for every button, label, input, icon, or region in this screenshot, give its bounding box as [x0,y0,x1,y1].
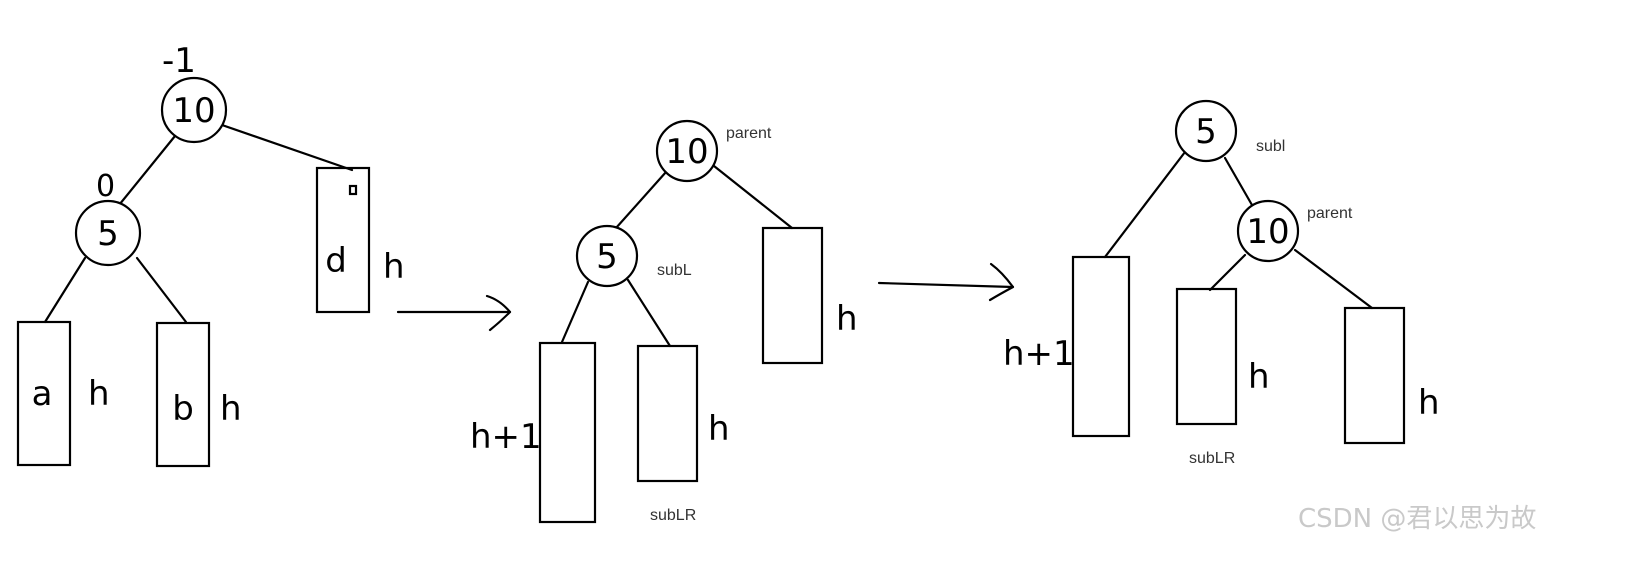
subtree-a-height: h [88,374,110,414]
subtree-a-label: a [32,374,53,414]
mid-left-node [575,224,639,288]
arrow-2-head [988,262,1015,302]
left-root-node [160,76,228,144]
left-child-balance: 0 [96,169,115,204]
subtree-b-label: b [172,389,194,429]
mid-lr-label: subLR [650,507,696,524]
mid-lr-height: h [708,409,730,449]
edge-mid-left-lr [626,278,672,348]
edge-root-left [113,134,177,212]
mid-right-height: h [836,299,858,339]
right-child-node [1236,199,1300,263]
mid-ll-height: h+1 [470,417,542,457]
edge-left-a [43,256,87,324]
edge-right-child-far [1293,248,1374,310]
mid-root-node [655,119,719,183]
subtree-b-height: h [220,389,242,429]
right-mid-label: subLR [1189,450,1235,467]
left-root-balance: -1 [162,41,196,81]
subtree-a-box [16,320,72,467]
mid-left-label: subL [657,262,692,279]
edge-mid-root-right [712,164,794,230]
mid-root-label: parent [726,125,772,142]
subtree-d-mark [348,184,358,196]
right-child-label: parent [1307,205,1353,222]
edge-right-root-right [1223,156,1254,207]
right-left-box [1071,255,1131,438]
right-far-height: h [1418,383,1440,423]
middle-tree: 10 parent 5 subL h+1 h subLR h [470,119,858,524]
left-child-value: 5 [97,214,119,254]
mid-lr-box [636,344,699,483]
arrow-step-2 [877,262,1015,302]
mid-right-box [761,226,824,365]
arrow-1-head [485,294,512,332]
right-far-box [1343,306,1406,445]
csdn-watermark: CSDN @君以思为故 [1298,504,1536,534]
edge-mid-left-ll [560,280,590,344]
right-child-value: 10 [1246,212,1289,252]
left-child-node [74,199,142,267]
edge-right-root-left [1103,150,1187,259]
right-mid-height: h [1248,357,1270,397]
edge-mid-root-left [614,170,668,230]
arrow-2-shaft [877,281,1015,289]
subtree-b-box [155,321,211,468]
right-left-height: h+1 [1003,334,1075,374]
right-root-label: subl [1256,138,1285,155]
subtree-d-height: h [383,247,405,287]
right-root-node [1174,99,1238,163]
mid-ll-box [538,341,597,524]
edge-root-right [220,123,354,172]
right-tree: 5 subl 10 parent h+1 h subLR h [1003,99,1440,467]
left-tree: -1 0 10 5 a h b h d h [16,41,405,468]
subtree-d-label: d [325,241,347,281]
right-mid-box [1175,287,1238,426]
subtree-d-box [315,166,371,314]
right-root-value: 5 [1195,112,1217,152]
left-root-value: 10 [172,91,215,131]
edge-left-b [135,256,188,324]
mid-root-value: 10 [665,132,708,172]
mid-left-value: 5 [596,237,618,277]
arrow-step-1 [396,294,512,332]
edge-right-child-mid [1208,253,1247,292]
